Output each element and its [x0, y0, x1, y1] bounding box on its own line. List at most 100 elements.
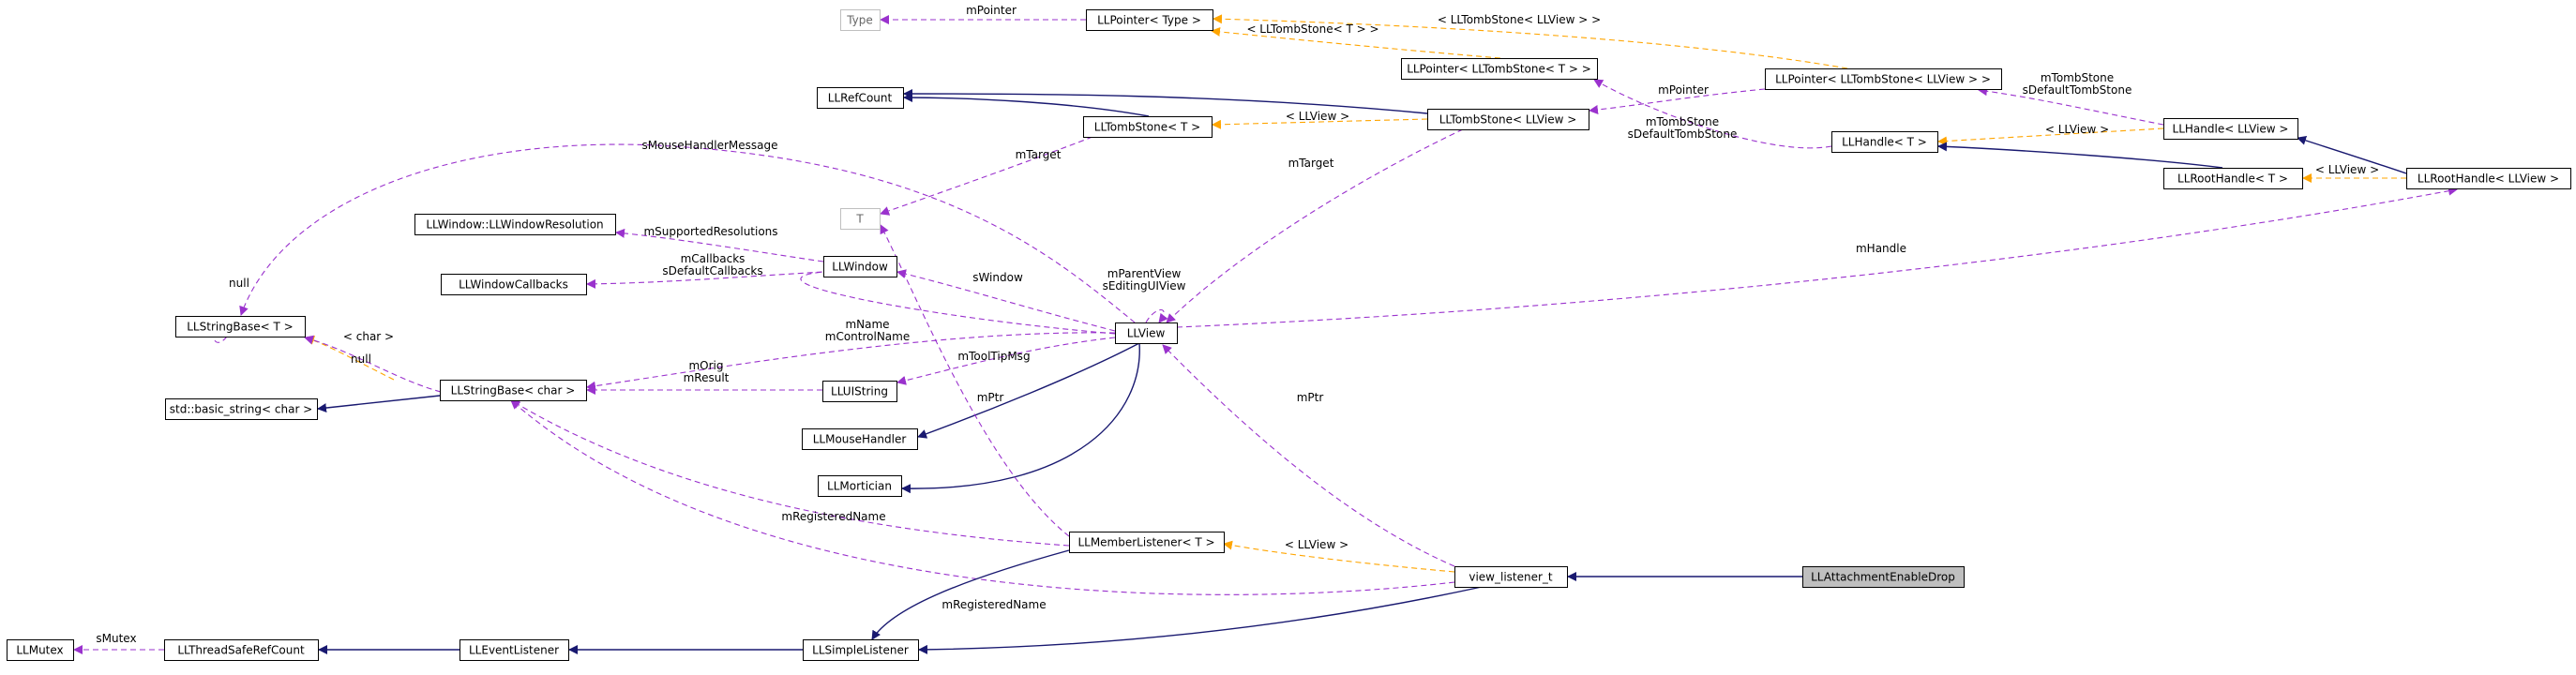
edge-llview-to-llmortician	[901, 342, 1140, 494]
node-lleventlistener[interactable]: LLEventListener	[459, 639, 569, 661]
node-llroothandle-t[interactable]: LLRootHandle< T >	[2163, 168, 2303, 189]
node-label: LLUIString	[831, 385, 888, 398]
node-box	[822, 381, 897, 402]
node-label: LLMouseHandler	[813, 433, 907, 446]
node-lltombstone-t[interactable]: LLTombStone< T >	[1083, 116, 1213, 138]
node-llattachmentenabledrop[interactable]: LLAttachmentEnableDrop	[1802, 566, 1965, 588]
node-llmutex[interactable]: LLMutex	[7, 639, 74, 661]
node-box	[175, 316, 306, 338]
node-label: LLWindow	[832, 261, 888, 274]
node-llroothandle-llview[interactable]: LLRootHandle< LLView >	[2406, 168, 2571, 189]
node-box	[818, 475, 902, 497]
edge-lltombstone_llview-to-llrefcount	[903, 89, 1428, 114]
node-box	[441, 274, 587, 295]
edge-llwindow-to-llwindowresolution	[615, 228, 824, 262]
node-label: std::basic_string< char >	[170, 403, 313, 416]
edge-label-llstringbase_char-to-llstringbase_t: < char >	[343, 330, 394, 343]
edge-label-llview-to-llwindow: sWindow	[972, 271, 1023, 284]
edge-llmemberlistener-to-llsimplelistener	[871, 549, 1070, 640]
edge-label-view_listener-to-llmemberlistener: < LLView >	[1285, 538, 1348, 551]
edge-llhandle_llview-to-llpointer_ts_llview	[1978, 86, 2164, 126]
node-lluistring[interactable]: LLUIString	[822, 381, 897, 402]
node-label: LLEventListener	[469, 644, 559, 657]
node-box	[840, 9, 881, 31]
edge-label-view_listener-to-llview: mPtr	[1297, 391, 1324, 404]
node-label: LLMutex	[16, 644, 63, 657]
node-label: T	[855, 213, 864, 226]
node-label: LLMemberListener< T >	[1077, 536, 1214, 549]
node-llwindowresolution[interactable]: LLWindow::LLWindowResolution	[414, 214, 616, 235]
node-label: LLRootHandle< T >	[2177, 172, 2288, 186]
node-llhandle-t[interactable]: LLHandle< T >	[1831, 131, 1938, 153]
edge-llview-to-llroothandle_llview	[1176, 186, 2458, 328]
node-box	[7, 639, 74, 661]
node-label: LLPointer< LLTombStone< LLView > >	[1775, 73, 1991, 86]
node-label: LLHandle< LLView >	[2173, 123, 2289, 136]
node-box	[2406, 168, 2571, 189]
edge-llstringbase_char-to-llstringbase_t	[305, 336, 395, 381]
edge-label-llpointer_ts_llview-to-lltombstone_llview: mPointer	[1658, 83, 1709, 97]
node-label: LLTombStone< T >	[1094, 121, 1200, 134]
node-llrefcount[interactable]: LLRefCount	[817, 87, 904, 109]
edge-label-llview-to-llstringbase_t: sMouseHandlerMessage	[641, 139, 777, 152]
edge-llview-to-llstringbase_t	[239, 143, 1136, 323]
node-label: LLMortician	[827, 480, 892, 493]
node-type[interactable]: Type	[840, 9, 881, 31]
node-llwindowcallbacks[interactable]: LLWindowCallbacks	[441, 274, 587, 295]
node-llmemberlistener[interactable]: LLMemberListener< T >	[1069, 532, 1225, 553]
node-label: view_listener_t	[1469, 571, 1553, 584]
node-llpointer-ts-t[interactable]: LLPointer< LLTombStone< T > >	[1401, 58, 1598, 80]
node-llsimplelistener[interactable]: LLSimpleListener	[803, 639, 919, 661]
node-box	[1765, 68, 2002, 90]
edge-label-llmemberlistener-to-t: mPtr	[977, 391, 1004, 404]
node-label: LLAttachmentEnableDrop	[1811, 571, 1955, 584]
node-llmortician[interactable]: LLMortician	[818, 475, 902, 497]
edge-llroothandle_llview-to-llhandle_llview	[2297, 136, 2407, 174]
edge-llpointer_ts_llview-to-llpointer_type	[1213, 14, 1848, 69]
node-label: LLSimpleListener	[812, 644, 909, 657]
node-llmousehandler[interactable]: LLMouseHandler	[802, 428, 918, 450]
edge-view_listener-to-llmemberlistener	[1223, 540, 1455, 573]
edge-lltombstone_llview-to-lltombstone_t	[1212, 118, 1428, 129]
node-label: LLWindowCallbacks	[459, 278, 568, 292]
node-basic-string[interactable]: std::basic_string< char >	[165, 398, 318, 420]
node-llwindow[interactable]: LLWindow	[823, 256, 897, 278]
edge-lltombstone_llview-to-llview	[1166, 128, 1464, 323]
node-label: LLWindow::LLWindowResolution	[426, 218, 603, 232]
node-llpointer-type[interactable]: LLPointer< Type >	[1086, 9, 1213, 31]
node-llthreadsaferefcount[interactable]: LLThreadSafeRefCount	[164, 639, 319, 661]
node-label: LLStringBase< T >	[187, 321, 293, 334]
edge-llview-to-llmousehandler	[917, 342, 1140, 439]
node-view-listener[interactable]: view_listener_t	[1454, 566, 1568, 588]
node-t[interactable]: T	[840, 208, 881, 230]
node-llstringbase-char[interactable]: LLStringBase< char >	[440, 380, 587, 401]
node-llpointer-ts-llview[interactable]: LLPointer< LLTombStone< LLView > >	[1765, 68, 2002, 90]
node-label: LLPointer< Type >	[1097, 14, 1201, 27]
edge-label-llview-to-lluistring: mToolTipMsg	[957, 350, 1030, 363]
node-box	[1831, 131, 1938, 153]
edge-lltombstone_t-to-t	[880, 136, 1093, 216]
edge-llview-to-llwindow	[896, 269, 1116, 332]
edge-label-lltombstone_llview-to-llview: mTarget	[1288, 157, 1334, 170]
node-box	[1427, 109, 1589, 130]
edge-llhandle_llview-to-llhandle_t	[1937, 128, 2164, 146]
edge-label-lltombstone_t-to-t: mTarget	[1016, 148, 1062, 161]
node-llview[interactable]: LLView	[1115, 322, 1178, 344]
edge-llmemberlistener-to-llstringbase_char	[510, 399, 1070, 547]
node-label: LLTombStone< LLView >	[1439, 113, 1577, 127]
node-box	[802, 428, 918, 450]
edge-label-llwindow-to-llwindowresolution: mSupportedResolutions	[643, 225, 777, 238]
node-llstringbase-t[interactable]: LLStringBase< T >	[175, 316, 306, 338]
node-label: LLRefCount	[828, 92, 893, 105]
node-box	[1069, 532, 1225, 553]
node-label: LLStringBase< char >	[451, 384, 576, 398]
node-lltombstone-llview[interactable]: LLTombStone< LLView >	[1427, 109, 1589, 130]
edge-label-llstringbase_char-to-llstringbase_t: null	[351, 352, 371, 366]
edge-llview-to-llview	[1145, 308, 1168, 323]
node-box	[2163, 168, 2303, 189]
edge-llpointer_ts_t-to-llpointer_type	[1211, 26, 1501, 59]
node-box	[1086, 9, 1213, 31]
node-llhandle-llview[interactable]: LLHandle< LLView >	[2163, 118, 2298, 140]
nodes-layer: Type LLPointer< Type > LLPointer< LLTombSt…	[7, 9, 2571, 661]
